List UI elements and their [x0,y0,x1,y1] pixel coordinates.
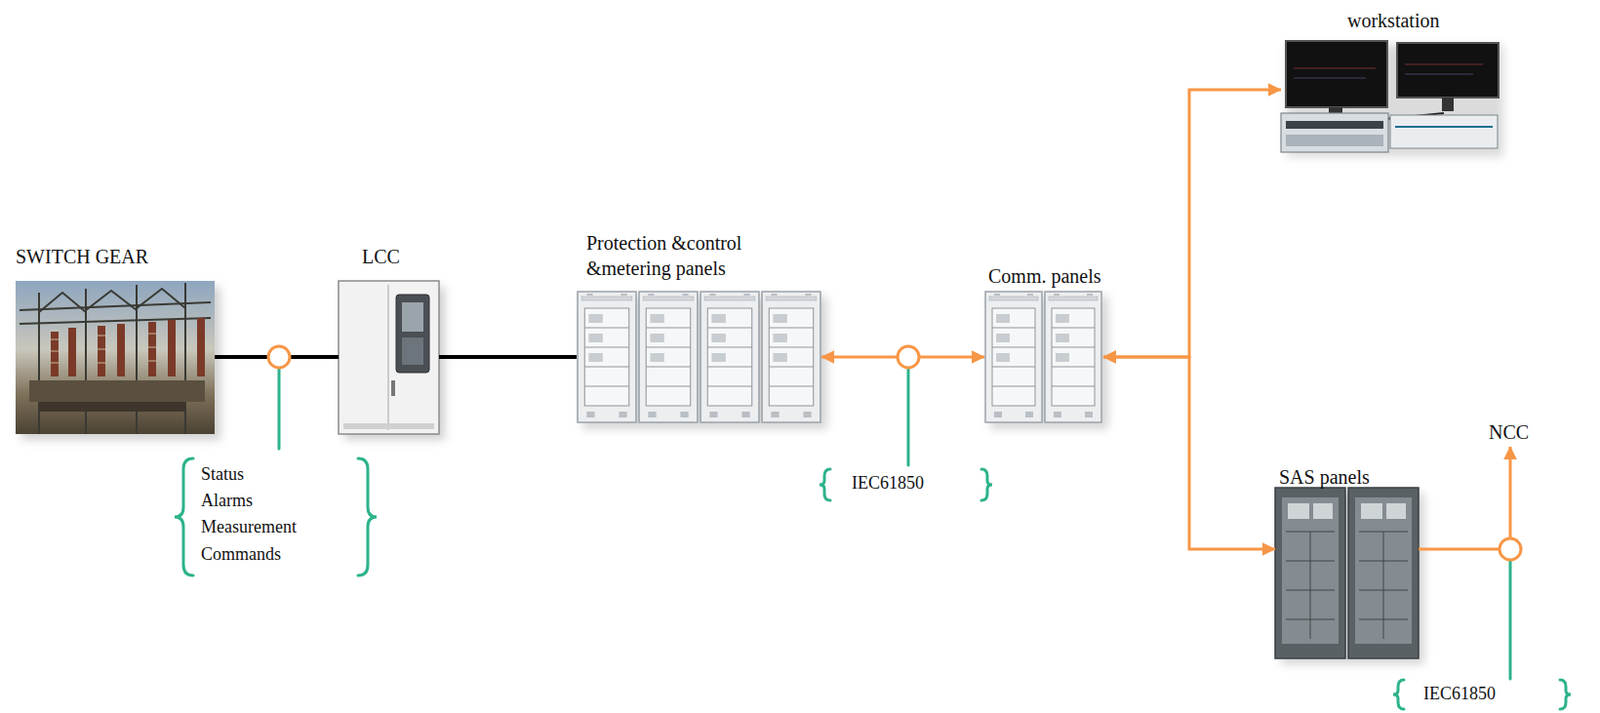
junction-ring [1499,538,1521,560]
leader-line [907,368,911,466]
sas-panels [1275,487,1425,665]
curly-brace [1560,680,1571,710]
signal-name: Status [200,464,244,486]
comm-node: Comm. panels [984,263,1104,424]
ncc-node: NCC [1488,419,1532,445]
node-label: Protection &control &metering panels [586,230,782,281]
junction-ring [897,346,920,368]
node-label: NCC [1488,419,1529,445]
workstation-node: workstation [1280,7,1503,156]
node-label: LCC [361,243,400,270]
panel-node: Protection &control &metering panels [576,230,822,424]
junction-ring [268,346,290,368]
switchgear-node: SWITCH GEAR [15,243,215,435]
wiring-link [439,355,577,360]
workstation-computer [1280,40,1504,158]
leader-line [278,368,281,449]
network-link [1103,89,1281,358]
curly-brace [358,458,377,576]
node-label: SWITCH GEAR [15,243,149,270]
protocol-label: IEC61850 [1423,683,1496,706]
leader-line [1509,560,1513,680]
curly-brace [981,469,993,501]
network-link [1103,357,1276,550]
signal-name: Commands [200,544,281,566]
node-label: SAS panels [1279,464,1370,490]
curly-brace [819,469,831,501]
node-label: workstation [1347,7,1440,34]
sas-node: SAS panels [1275,464,1419,659]
protocol-label: IEC61850 [851,473,924,495]
protection-panels [577,291,828,430]
curly-brace [174,458,194,576]
lcc-node: LCC [338,243,440,435]
switchgear-photo [15,280,221,440]
node-label: Comm. panels [988,263,1102,289]
signal-name: Alarms [200,490,253,513]
network-link [1418,446,1511,550]
curly-brace [1393,680,1404,710]
lcc-cabinet [338,280,445,440]
signal-name: Measurement [200,517,297,539]
comm-panels [985,291,1109,430]
